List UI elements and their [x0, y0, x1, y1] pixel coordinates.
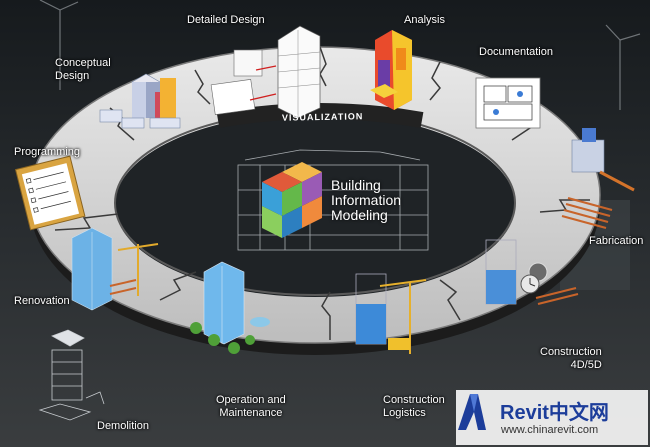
stage-label-construction-logistics: Construction Logistics — [383, 394, 445, 420]
stage-label-line: Construction — [540, 346, 602, 358]
revit-logo-icon — [458, 394, 486, 430]
programming-clipboard-icon — [14, 155, 86, 231]
stage-label-line: Maintenance — [219, 407, 283, 419]
construction-logistics-model — [355, 273, 427, 354]
bim-title-line: Modeling — [331, 207, 388, 223]
stage-label-line: Detailed Design — [187, 14, 265, 26]
stage-label-line: Operation and — [216, 394, 286, 406]
bim-title-line: Information — [331, 192, 402, 208]
construction-4d5d-model — [485, 239, 579, 305]
operation-maintenance-model — [190, 261, 270, 354]
detailed-design-model — [210, 25, 321, 119]
stage-label-line: Logistics — [383, 407, 426, 419]
fabrication-model — [561, 128, 635, 230]
stage-label-line: Design — [55, 70, 90, 82]
documentation-floor-plan — [475, 77, 541, 129]
demolition-model — [38, 329, 105, 421]
stage-label-line: Construction — [383, 394, 445, 406]
stage-label-documentation: Documentation — [479, 46, 553, 59]
stage-label-analysis: Analysis — [404, 14, 445, 27]
bim-title-line: Building — [331, 177, 381, 193]
stage-label-conceptual-design: Conceptual Design — [55, 57, 111, 83]
conceptual-design-model — [99, 73, 181, 129]
stage-label-renovation: Renovation — [14, 295, 70, 308]
bim-title: Building Information Modeling — [331, 178, 401, 223]
stage-label-detailed-design: Detailed Design — [187, 14, 265, 27]
stage-label-programming: Programming — [14, 146, 80, 159]
stage-label-line: Conceptual — [55, 57, 111, 69]
stage-label-line: Demolition — [97, 420, 149, 432]
stage-label-line: Analysis — [404, 14, 445, 26]
watermark-url: www.chinarevit.com — [501, 424, 599, 436]
stage-label-demolition: Demolition — [97, 420, 149, 433]
renovation-model — [71, 227, 159, 311]
stage-label-fabrication: Fabrication — [589, 235, 643, 248]
stage-label-line: Renovation — [14, 295, 70, 307]
stage-label-line: Documentation — [479, 46, 553, 58]
stage-label-line: 4D/5D — [570, 359, 602, 371]
analysis-model — [370, 30, 412, 110]
stage-label-line: Programming — [14, 146, 81, 158]
stage-label-construction-4d-5d: Construction 4D/5D — [540, 346, 602, 372]
visualization-caption: VISUALIZATION — [281, 111, 364, 123]
stage-label-line: Fabrication — [589, 235, 644, 247]
stage-label-operation-maintenance: Operation and Maintenance — [216, 394, 286, 420]
visualization-band — [216, 103, 424, 128]
bim-cube-icon — [262, 162, 322, 238]
watermark-brand: Revit中文网 — [500, 402, 609, 424]
wind-turbines — [39, 0, 641, 110]
watermark: Revit中文网 www.chinarevit.com — [456, 390, 648, 445]
